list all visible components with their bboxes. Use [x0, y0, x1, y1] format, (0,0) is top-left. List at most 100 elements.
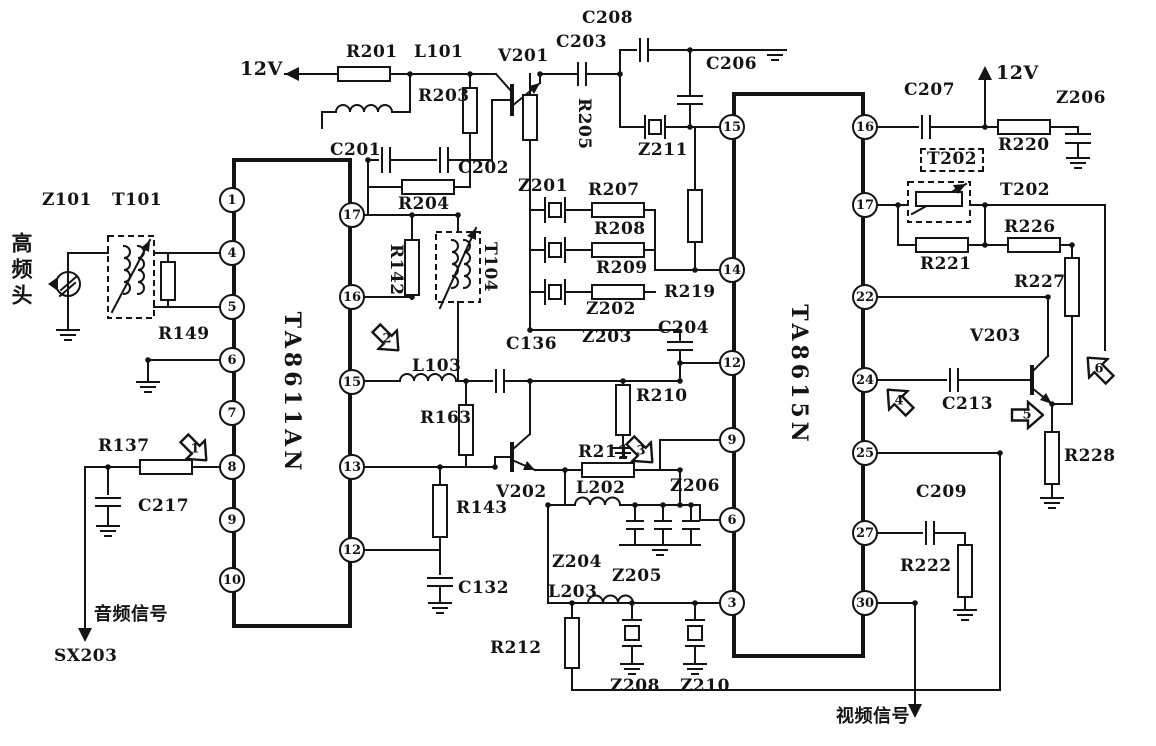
label-c207: C207: [904, 80, 956, 100]
pin-ta8615n-30: 30: [852, 590, 878, 616]
label-v201: V201: [498, 46, 549, 66]
callout-arrow-icon: [370, 322, 400, 352]
label-r221: R221: [920, 254, 972, 274]
pin-ta8615n-14: 14: [719, 257, 745, 283]
ic-ta8615n: TA8615N: [732, 92, 865, 658]
transformer-dashed-boxes: [107, 181, 971, 319]
label-video-signal: 视频信号: [836, 706, 910, 727]
label-c202: C202: [458, 158, 510, 178]
pin-ta8611an-15: 15: [339, 369, 365, 395]
pin-ta8615n-15: 15: [719, 114, 745, 140]
label-c136: C136: [506, 334, 558, 354]
label-z206-right: Z206: [1056, 88, 1106, 108]
callout-number: 4: [894, 393, 904, 409]
callout-number: 2: [382, 331, 392, 347]
pin-ta8615n-3: 3: [719, 590, 745, 616]
label-r222: R222: [900, 556, 952, 576]
arrowheads: [48, 66, 1052, 718]
callout-2: 2: [370, 322, 402, 356]
pin-ta8615n-16: 16: [852, 114, 878, 140]
label-rf-head: 高频头: [9, 232, 35, 310]
pin-ta8615n-6: 6: [719, 507, 745, 533]
label-sx203: SX203: [54, 646, 118, 666]
callout-arrow-icon: [886, 388, 916, 418]
label-r207: R207: [588, 180, 640, 200]
label-r149: R149: [158, 324, 210, 344]
pin-ta8615n-17: 17: [852, 192, 878, 218]
label-z101: Z101: [42, 190, 92, 210]
pin-ta8615n-9: 9: [719, 427, 745, 453]
callout-3: 3: [624, 434, 656, 468]
pin-ta8611an-8: 8: [219, 454, 245, 480]
callout-number: 3: [636, 443, 646, 459]
label-z202: Z202: [586, 299, 636, 319]
callout-arrow-icon: [1086, 356, 1116, 386]
label-c132: C132: [458, 578, 510, 598]
label-t202-box: T202: [920, 148, 985, 172]
wires-layer: [56, 38, 1106, 707]
junction-dots: [105, 47, 1075, 606]
label-l103: L103: [412, 356, 462, 376]
label-v203: V203: [970, 326, 1021, 346]
component-boxes: [55, 66, 1080, 669]
pin-ta8611an-9: 9: [219, 507, 245, 533]
pin-ta8611an-4: 4: [219, 240, 245, 266]
label-12v-left: 12V: [240, 58, 283, 80]
label-r204: R204: [398, 194, 450, 214]
label-r210: R210: [636, 386, 688, 406]
label-l203: L203: [548, 582, 598, 602]
label-l202: L202: [576, 478, 626, 498]
pin-ta8615n-27: 27: [852, 520, 878, 546]
ic-label: TA8611AN: [279, 311, 305, 475]
pin-ta8615n-25: 25: [852, 440, 878, 466]
label-c201: C201: [330, 140, 382, 160]
ic-ta8611an: TA8611AN: [232, 158, 352, 628]
label-r219: R219: [664, 282, 716, 302]
callout-number: 1: [190, 441, 200, 457]
label-c217: C217: [138, 496, 190, 516]
label-r203: R203: [418, 86, 470, 106]
label-z204: Z204: [552, 552, 602, 572]
label-12v-right: 12V: [996, 62, 1039, 84]
label-r211: R211: [578, 442, 630, 462]
label-r209: R209: [596, 258, 648, 278]
ic-label: TA8615N: [785, 304, 812, 446]
label-c209: C209: [916, 482, 968, 502]
label-z211: Z211: [638, 140, 688, 160]
label-r137: R137: [98, 436, 150, 456]
pin-ta8611an-5: 5: [219, 294, 245, 320]
callout-number: 6: [1094, 361, 1104, 377]
callout-number: 5: [1022, 407, 1032, 423]
label-t202: T202: [1000, 180, 1051, 200]
callout-5: 5: [1010, 398, 1044, 432]
label-r226: R226: [1004, 217, 1056, 237]
label-c213: C213: [942, 394, 994, 414]
label-v202: V202: [496, 482, 547, 502]
transistor-bars: [510, 84, 1034, 472]
label-r220: R220: [998, 135, 1050, 155]
label-z205: Z205: [612, 566, 662, 586]
pin-ta8615n-24: 24: [852, 367, 878, 393]
label-z201: Z201: [518, 176, 568, 196]
pin-ta8611an-13: 13: [339, 454, 365, 480]
label-c208: C208: [582, 8, 634, 28]
label-r201: R201: [346, 42, 398, 62]
ground-symbols: [56, 49, 1090, 675]
label-c206: C206: [706, 54, 758, 74]
label-r208: R208: [594, 219, 646, 239]
callout-arrow-icon: [624, 434, 654, 464]
label-r227: R227: [1014, 272, 1066, 292]
label-l101: L101: [414, 42, 464, 62]
callout-6: 6: [1084, 352, 1116, 386]
pin-ta8611an-16: 16: [339, 284, 365, 310]
label-z206-mid: Z206: [670, 476, 720, 496]
pin-ta8611an-10: 10: [219, 567, 245, 593]
pin-ta8611an-12: 12: [339, 537, 365, 563]
callout-arrow-icon: [1010, 400, 1044, 430]
callout-4: 4: [884, 384, 916, 418]
label-r228: R228: [1064, 446, 1116, 466]
pin-ta8615n-22: 22: [852, 284, 878, 310]
label-t104: T104: [480, 242, 500, 293]
